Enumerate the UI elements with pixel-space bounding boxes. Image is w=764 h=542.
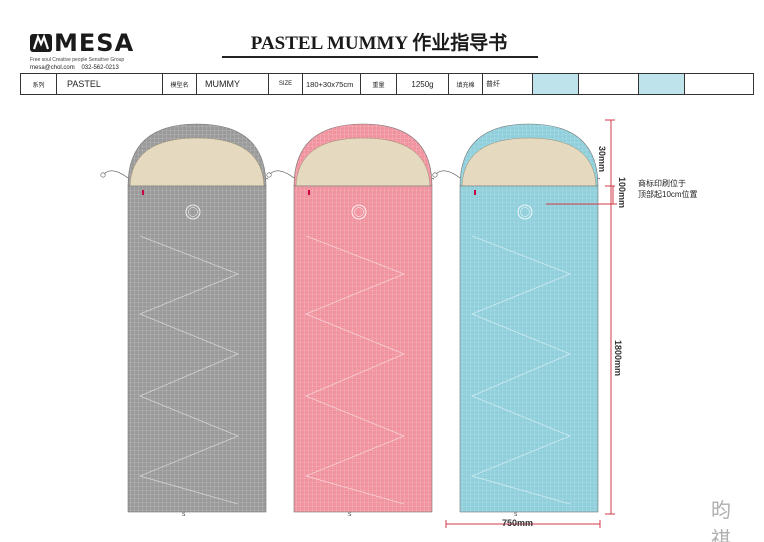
model-label: 模型名 — [163, 74, 197, 94]
spec-sheet: MESA Free soul Creative people Sensitive… — [14, 10, 754, 542]
dimension-lines — [445, 119, 617, 528]
bag-grey-size-label: S — [182, 512, 186, 518]
brand-email: mesa@chol.com — [30, 65, 75, 71]
quilt-line — [470, 235, 572, 505]
drawcord-right — [597, 177, 600, 180]
brand-name: MESA — [54, 29, 135, 57]
cord-toggle-icon — [432, 172, 438, 178]
weight-value: 1250g — [397, 74, 449, 94]
label-tag — [474, 190, 476, 195]
drawcord-left — [269, 170, 295, 179]
hood-lining — [295, 137, 431, 187]
label-tag — [142, 190, 144, 195]
drawcord-right — [431, 177, 434, 180]
fill-label: 填充棉 — [449, 74, 483, 94]
bag-grey: S — [98, 114, 268, 520]
color-swatch-2 — [639, 74, 685, 94]
logo-circle-icon — [351, 204, 367, 220]
note-line-2: 顶部起10cm位置 — [638, 190, 698, 199]
bag-blue-size-label: S — [514, 512, 518, 518]
drawcord-right — [265, 177, 268, 180]
info-table: 系列 PASTEL 模型名 MUMMY SIZE 180+30x75cm 重量 … — [20, 73, 754, 95]
brand-contact: mesa@chol.com 032-562-0213 — [30, 65, 150, 71]
title-underline — [222, 56, 538, 58]
logo-offset-label: 100mm — [617, 177, 627, 209]
label-tag — [308, 190, 310, 195]
cord-toggle-icon — [100, 172, 106, 178]
hood-lining — [129, 137, 265, 187]
bag-body — [127, 185, 267, 513]
logo-circle-icon — [185, 204, 201, 220]
document-title: PASTEL MUMMY 作业指导书 — [250, 33, 508, 54]
body-length-label: 1800mm — [613, 340, 623, 377]
size-value: 180+30x75cm — [303, 74, 361, 94]
brand-phone: 032-562-0213 — [81, 65, 119, 71]
drawcord-left — [435, 170, 461, 179]
model-value: MUMMY — [197, 74, 269, 94]
bag-pink-size-label: S — [348, 512, 352, 518]
fill-value: 普纤 — [483, 74, 533, 94]
note-line-1: 商标印刷位于 — [638, 179, 686, 188]
bag-pink: S — [264, 114, 434, 520]
empty-cell-2 — [685, 74, 753, 94]
quilt-line — [138, 235, 240, 505]
logo-position-note: 商标印刷位于 顶部起10cm位置 — [638, 178, 698, 200]
width-label: 750mm — [502, 518, 534, 528]
empty-cell-1 — [579, 74, 639, 94]
series-label: 系列 — [21, 74, 57, 94]
drawcord-left — [103, 170, 129, 179]
brand-tagline: Free soul Creative people Sensitive Grou… — [30, 57, 125, 63]
bag-body — [293, 185, 433, 513]
weight-label: 重量 — [361, 74, 397, 94]
hood-lining — [461, 137, 597, 187]
logo-circle-icon — [517, 204, 533, 220]
watermark: 昀祺 — [711, 498, 735, 542]
color-swatch-1 — [533, 74, 579, 94]
cord-toggle-icon — [266, 172, 272, 178]
bag-blue: S — [430, 114, 600, 520]
size-label: SIZE — [269, 74, 303, 94]
brand-logo: MESA Free soul Creative people Sensitive… — [30, 30, 150, 71]
mesa-logo-icon — [30, 33, 52, 52]
hood-height-label: 30mm — [597, 146, 607, 173]
series-value: PASTEL — [57, 74, 163, 94]
quilt-line — [304, 235, 406, 505]
